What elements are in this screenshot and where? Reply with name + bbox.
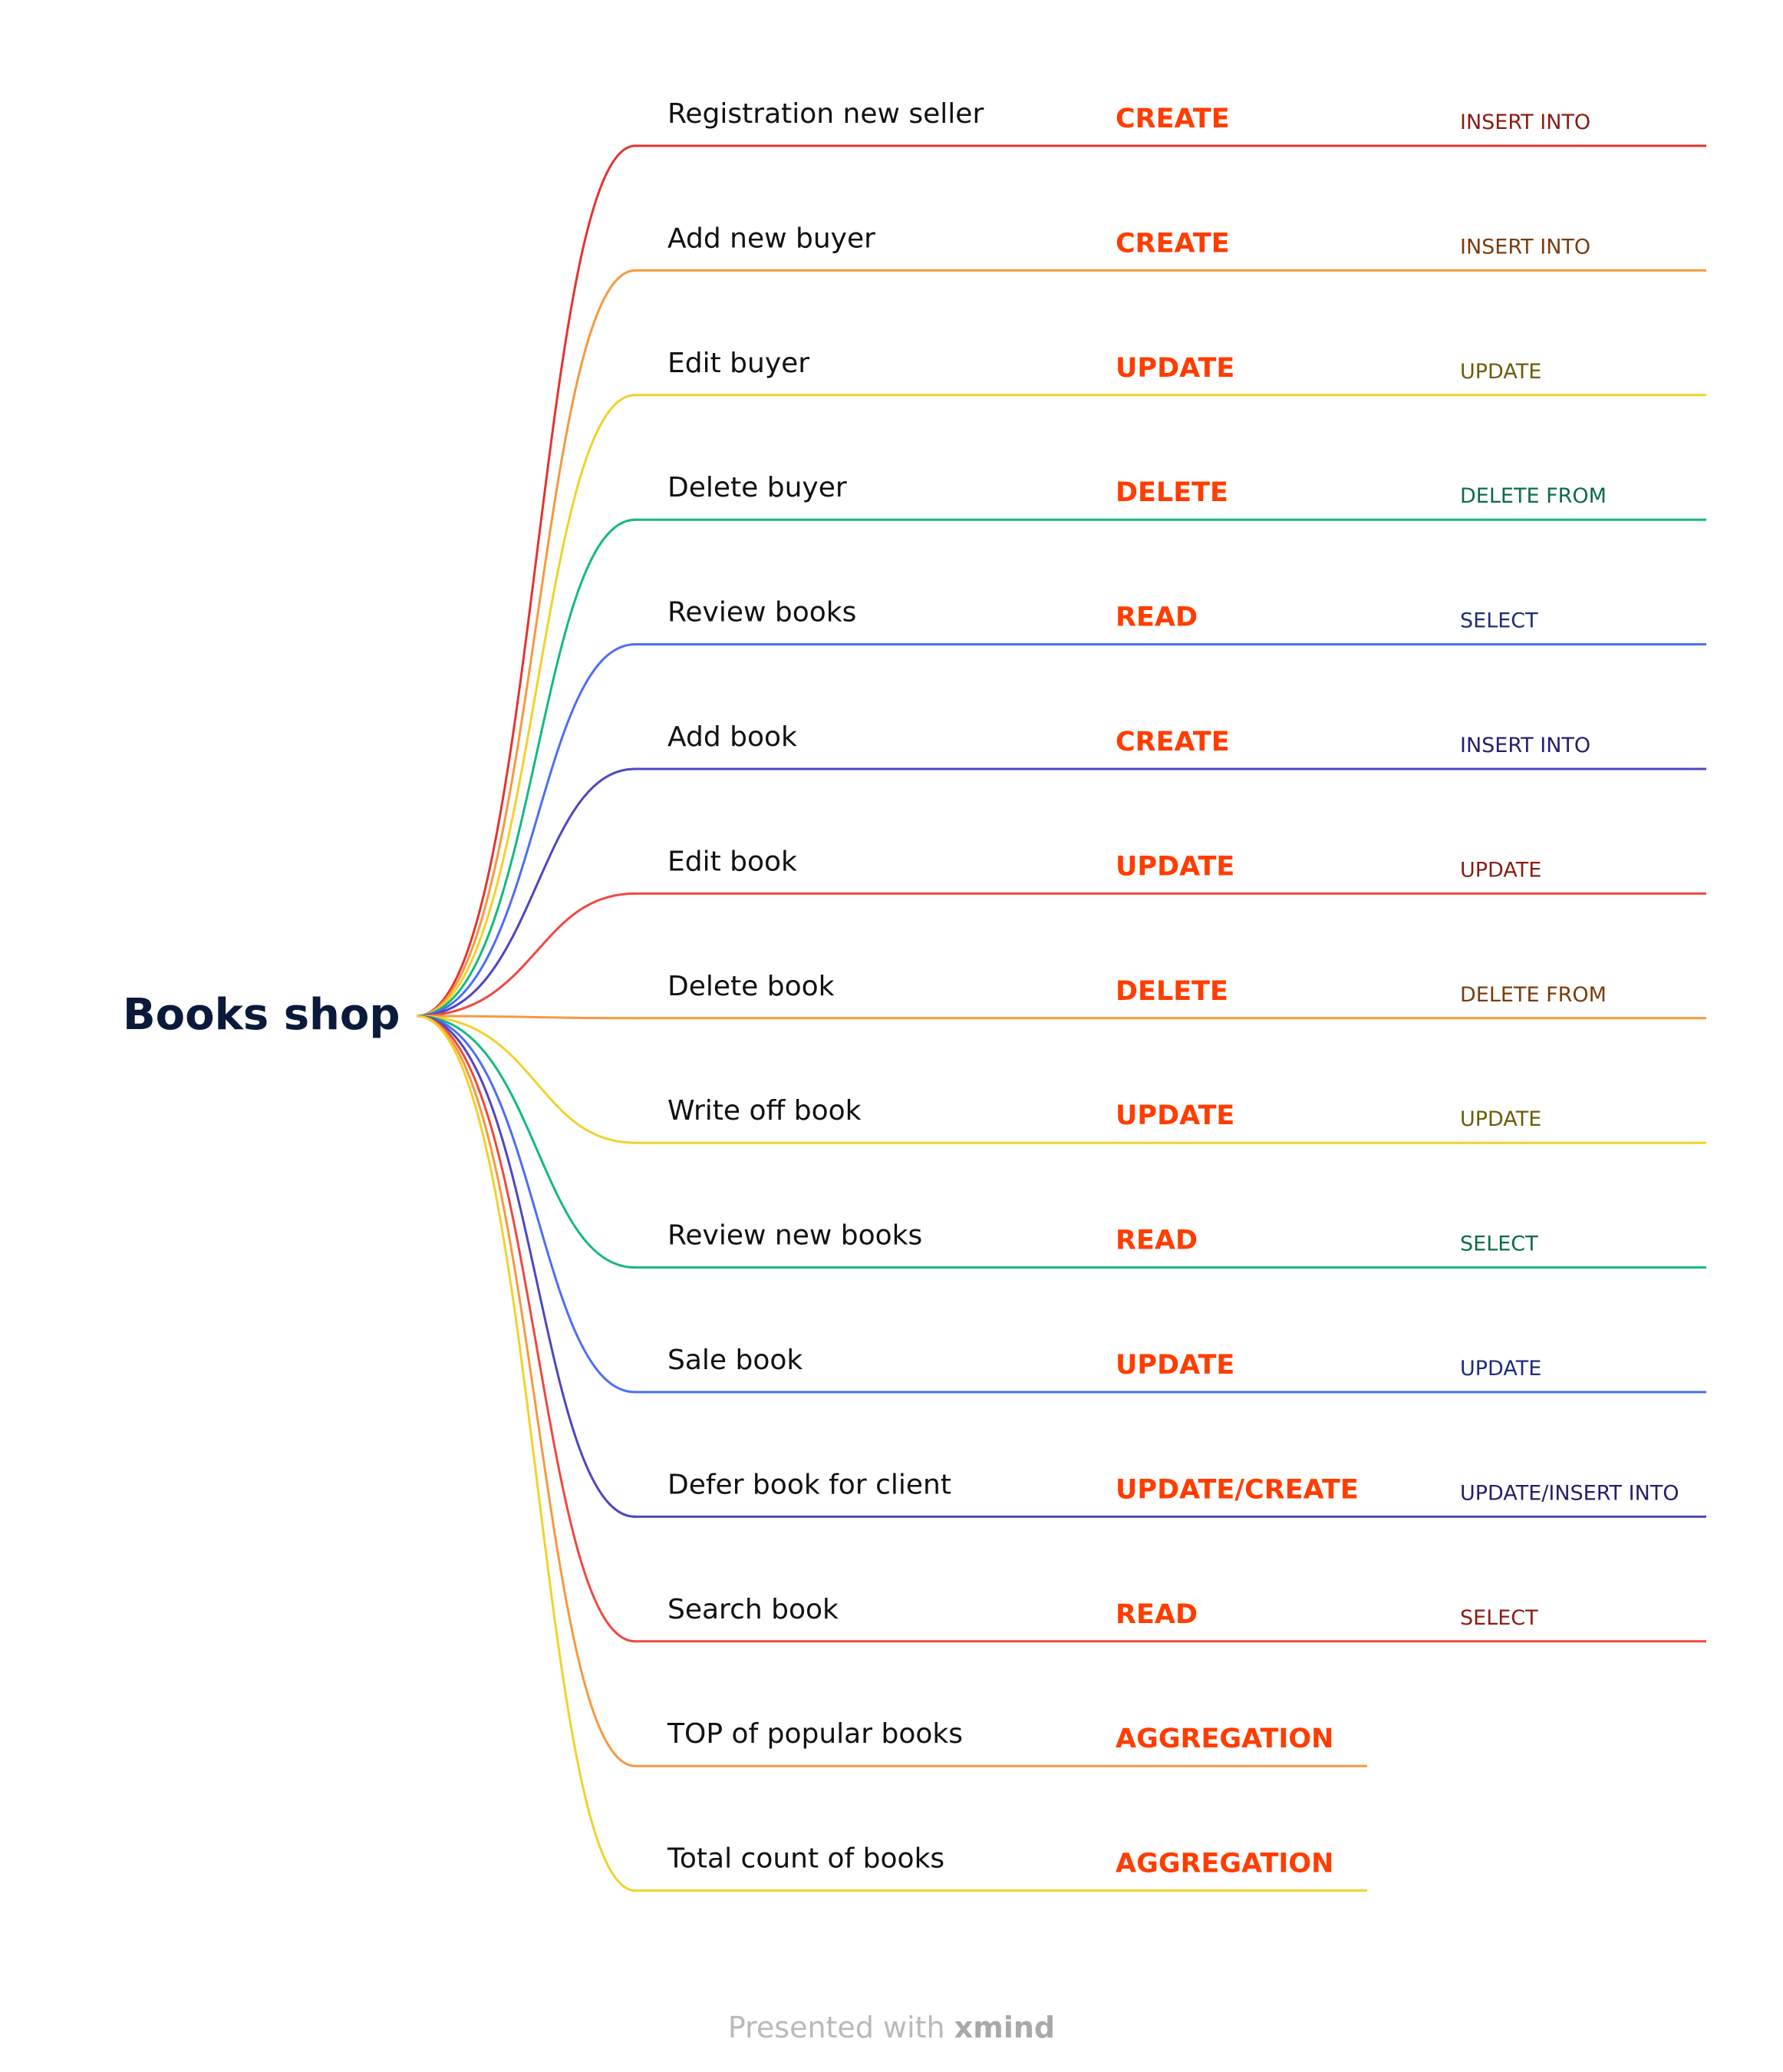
sql-statement-label[interactable]: UPDATE: [1460, 360, 1541, 384]
branch-topic[interactable]: Review new books: [667, 1220, 922, 1252]
sql-statement-label[interactable]: INSERT INTO: [1460, 235, 1590, 259]
operation-label[interactable]: UPDATE: [1116, 1100, 1234, 1131]
branch-topic[interactable]: Defer book for client: [667, 1469, 951, 1500]
branch-connector: [416, 643, 636, 1018]
sql-statement-label[interactable]: UPDATE: [1460, 1107, 1541, 1131]
sql-statement-label[interactable]: DELETE FROM: [1460, 983, 1607, 1007]
branch-connector: [416, 1015, 636, 1144]
operation-label[interactable]: UPDATE: [1116, 353, 1234, 384]
branch-topic[interactable]: Add book: [667, 721, 797, 753]
branch-connector: [416, 1015, 636, 1892]
operation-label[interactable]: READ: [1116, 602, 1198, 633]
branch-topic[interactable]: Total count of books: [667, 1843, 944, 1875]
root-topic[interactable]: Books shop: [123, 990, 400, 1040]
branch-connector: [416, 1015, 636, 1394]
branch-connector: [416, 394, 636, 1018]
branch-connector: [416, 1015, 636, 1767]
operation-label[interactable]: AGGREGATION: [1116, 1724, 1333, 1754]
branch-connector: [416, 1015, 636, 1518]
operation-label[interactable]: DELETE: [1116, 976, 1228, 1007]
sql-statement-label[interactable]: DELETE FROM: [1460, 484, 1607, 508]
operation-label[interactable]: DELETE: [1116, 477, 1228, 508]
branch-connector: [416, 144, 636, 1018]
sql-statement-label[interactable]: SELECT: [1460, 1606, 1538, 1630]
operation-label[interactable]: READ: [1116, 1226, 1198, 1256]
branch-connector: [416, 1015, 636, 1643]
sql-statement-label[interactable]: INSERT INTO: [1460, 734, 1590, 757]
sql-statement-label[interactable]: UPDATE: [1460, 1357, 1541, 1381]
operation-label[interactable]: CREATE: [1116, 104, 1230, 134]
branch-topic[interactable]: Delete buyer: [667, 472, 847, 503]
sql-statement-label[interactable]: SELECT: [1460, 609, 1538, 633]
xmind-logo: xmind: [954, 2011, 1056, 2044]
operation-label[interactable]: UPDATE: [1116, 851, 1234, 882]
branch-topic[interactable]: Registration new seller: [667, 98, 984, 130]
sql-statement-label[interactable]: SELECT: [1460, 1232, 1538, 1256]
branch-topic[interactable]: Delete book: [667, 971, 835, 1002]
branch-underlines-layer: [634, 144, 1706, 1892]
operation-label[interactable]: UPDATE: [1116, 1350, 1234, 1381]
operation-label[interactable]: READ: [1116, 1599, 1198, 1630]
branch-connector: [416, 1015, 636, 1269]
footer: Presented with xmind: [0, 2011, 1783, 2044]
branch-topic[interactable]: Edit buyer: [667, 348, 809, 379]
branch-topic[interactable]: Review books: [667, 597, 856, 629]
branch-topic[interactable]: TOP of popular books: [667, 1718, 963, 1750]
branch-connector: [416, 767, 636, 1018]
operation-label[interactable]: CREATE: [1116, 727, 1230, 757]
branch-connector: [416, 269, 636, 1018]
branch-connector: [416, 518, 636, 1018]
sql-statement-label[interactable]: UPDATE/INSERT INTO: [1460, 1481, 1679, 1505]
operation-label[interactable]: AGGREGATION: [1116, 1849, 1333, 1879]
sql-statement-label[interactable]: UPDATE: [1460, 858, 1541, 882]
branch-topic[interactable]: Search book: [667, 1594, 839, 1625]
branch-topic[interactable]: Write off book: [667, 1095, 862, 1127]
sql-statement-label[interactable]: INSERT INTO: [1460, 111, 1590, 134]
branch-connector: [416, 1015, 636, 1020]
connectors-layer: [416, 144, 636, 1892]
operation-label[interactable]: CREATE: [1116, 228, 1230, 259]
branch-connector: [416, 892, 636, 1018]
branch-topic[interactable]: Edit book: [667, 846, 797, 877]
branch-topic[interactable]: Add new buyer: [667, 223, 875, 254]
operation-label[interactable]: UPDATE/CREATE: [1116, 1474, 1359, 1505]
footer-prefix: Presented with: [727, 2011, 945, 2044]
branch-topic[interactable]: Sale book: [667, 1344, 803, 1376]
